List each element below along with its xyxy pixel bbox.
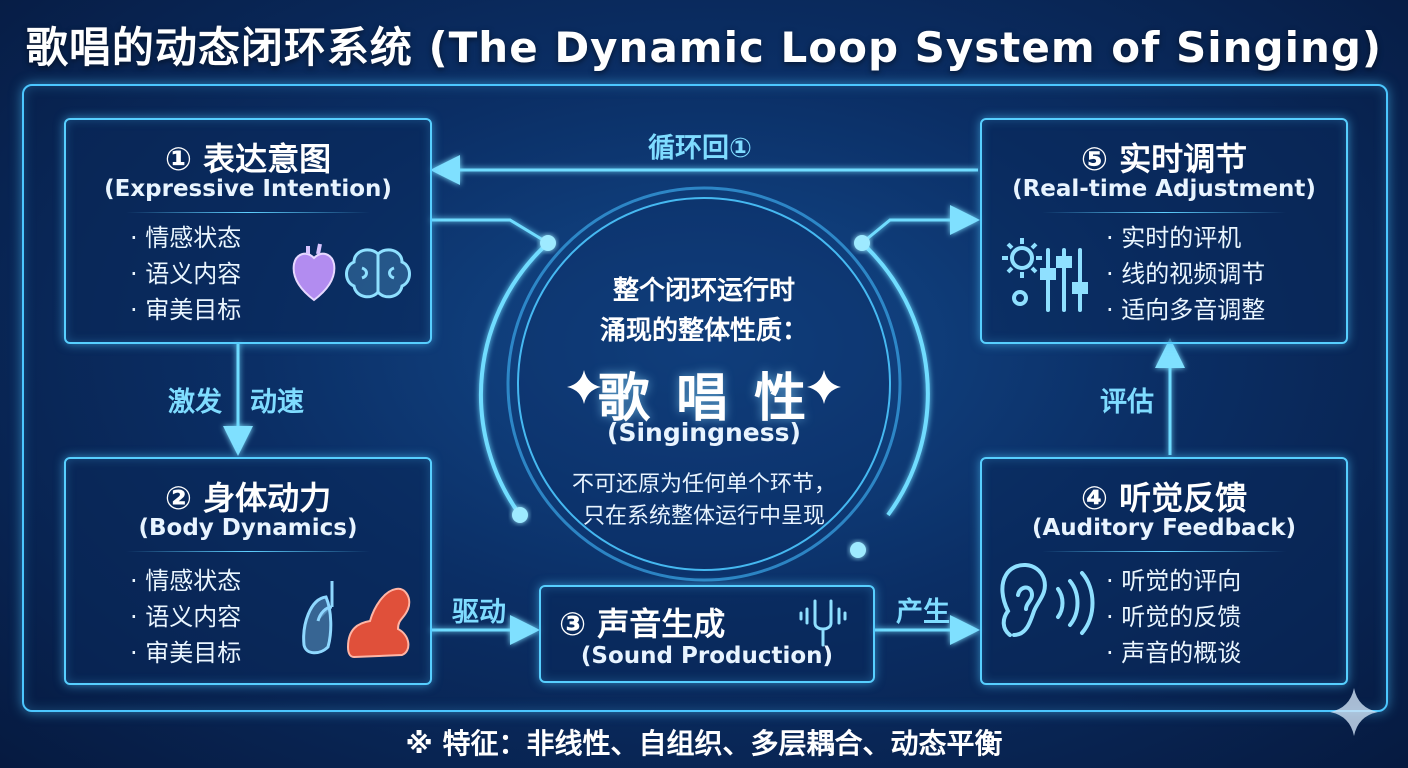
box1-title: ① 表达意图	[164, 140, 332, 178]
list-item: · 审美目标	[130, 639, 242, 667]
list-item: · 语义内容	[130, 260, 242, 288]
footer-note: ※ 特征：非线性、自组织、多层耦合、动态平衡	[405, 727, 1003, 760]
list-item: · 线的视频调节	[1106, 260, 1266, 288]
box2-subtitle: (Body Dynamics)	[138, 515, 358, 541]
box1-list: · 情感状态 · 语义内容 · 审美目标	[130, 220, 241, 328]
sound-waves-icon	[1056, 571, 1095, 635]
label-trigger: 激发	[168, 387, 222, 418]
node-dot-1	[540, 235, 556, 251]
box-expressive-intention: ① 表达意图 (Expressive Intention) · 情感状态 · 语…	[64, 118, 432, 344]
box-realtime-adjustment: ⑤ 实时调节 (Real-time Adjustment) · 实时的评机 · …	[980, 118, 1348, 344]
box5-list: · 实时的评机 · 线的视频调节 · 适向多音调整	[1106, 220, 1265, 328]
list-item: · 情感状态	[130, 567, 242, 595]
box4-subtitle: (Auditory Feedback)	[1031, 515, 1297, 541]
list-item: · 声音的概谈	[1106, 639, 1242, 667]
center-main: 歌 唱 性	[597, 369, 811, 429]
center-line2: 涌现的整体性质：	[599, 316, 808, 346]
list-item: · 听觉的评向	[1106, 567, 1242, 595]
node-dot-3	[854, 235, 870, 251]
list-item: · 审美目标	[130, 296, 242, 324]
center-desc1: 不可还原为任何单个环节，	[571, 472, 836, 497]
muscle-arm-icon	[346, 587, 411, 659]
outer-frame	[22, 84, 1388, 712]
list-item: · 听觉的反馈	[1106, 603, 1242, 631]
label-loop-back: 循环回①	[648, 133, 752, 164]
label-speed: 动速	[250, 387, 304, 418]
tuning-fork-icon	[799, 599, 847, 647]
label-drive: 驱动	[452, 597, 506, 628]
list-item: · 语义内容	[130, 603, 242, 631]
center-desc2: 只在系统整体运行中呈现	[582, 504, 825, 529]
box4-title: ④ 听觉反馈	[1080, 479, 1248, 517]
sparkle-icon	[1330, 688, 1378, 736]
list-item: · 情感状态	[130, 224, 242, 252]
connector-center-b5	[861, 205, 980, 245]
box3-title: ③ 声音生成	[559, 605, 726, 643]
box5-subtitle: (Real-time Adjustment)	[1012, 176, 1316, 202]
sliders-icon	[1040, 248, 1088, 312]
list-item: · 实时的评机	[1106, 224, 1242, 252]
box-sound-production: ③ 声音生成 (Sound Production)	[539, 585, 875, 683]
center-arc-right	[860, 241, 930, 517]
node-dot-4	[850, 542, 866, 558]
center-ring-inner	[517, 197, 891, 571]
box4-list: · 听觉的评向 · 听觉的反馈 · 声音的概谈	[1106, 563, 1241, 671]
center-arc-left	[478, 241, 550, 517]
page-title: 歌唱的动态闭环系统 (The Dynamic Loop System of Si…	[25, 23, 1383, 72]
label-evaluate: 评估	[1100, 387, 1154, 418]
center-line1: 整个闭环运行时	[612, 276, 795, 306]
box1-subtitle: (Expressive Intention)	[104, 176, 392, 202]
box3-subtitle: (Sound Production)	[580, 643, 834, 669]
box5-title: ⑤ 实时调节	[1080, 140, 1248, 178]
connector-b1-center	[430, 218, 549, 245]
box2-list: · 情感状态 · 语义内容 · 审美目标	[130, 563, 241, 671]
label-produce: 产生	[896, 597, 950, 628]
brain-icon	[345, 248, 411, 299]
lungs-icon	[302, 581, 334, 655]
box2-title: ② 身体动力	[164, 479, 332, 517]
center-ring-outer	[506, 186, 902, 582]
box-auditory-feedback: ④ 听觉反馈 (Auditory Feedback) · 听觉的评向 · 听觉的…	[980, 457, 1348, 685]
ear-icon	[1000, 563, 1047, 637]
box-body-dynamics: ② 身体动力 (Body Dynamics) · 情感状态 · 语义内容 · 审…	[64, 457, 432, 685]
heart-icon	[292, 243, 336, 302]
list-item: · 适向多音调整	[1106, 296, 1266, 324]
center-main-en: (Singingness)	[607, 418, 801, 447]
gear-icon	[1002, 238, 1042, 306]
node-dot-2	[512, 507, 528, 523]
